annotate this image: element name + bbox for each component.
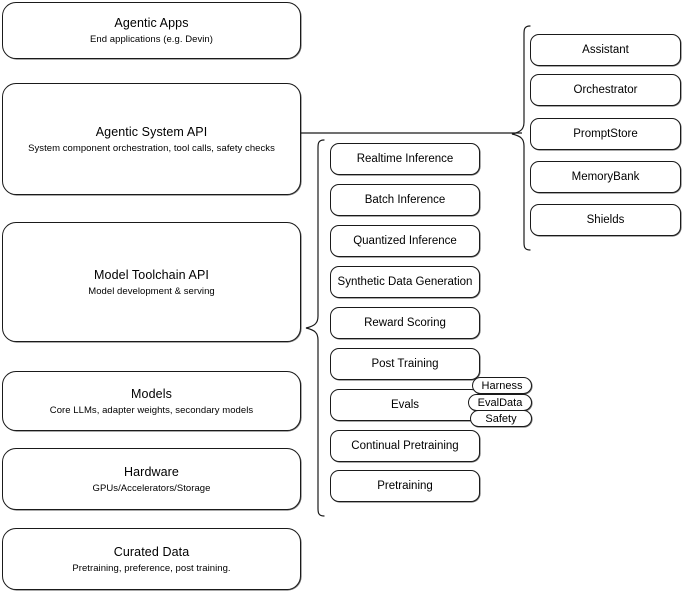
- capability-realtime-inference[interactable]: Realtime Inference: [330, 143, 480, 175]
- capability-evals[interactable]: Evals: [330, 389, 480, 421]
- component-memorybank[interactable]: MemoryBank: [530, 161, 681, 193]
- capability-post-training[interactable]: Post Training: [330, 348, 480, 380]
- layer-agentic-system-api[interactable]: Agentic System API System component orch…: [2, 83, 301, 195]
- capability-batch-inference[interactable]: Batch Inference: [330, 184, 480, 216]
- brace-capabilities-group: [302, 138, 326, 518]
- component-assistant[interactable]: Assistant: [530, 34, 681, 66]
- layer-title: Hardware: [124, 464, 179, 479]
- layer-subtitle: Model development & serving: [88, 285, 215, 297]
- capability-reward-scoring[interactable]: Reward Scoring: [330, 307, 480, 339]
- component-label: Orchestrator: [573, 83, 638, 96]
- capability-label: Reward Scoring: [364, 316, 446, 329]
- layer-curated-data[interactable]: Curated Data Pretraining, preference, po…: [2, 528, 301, 590]
- capability-synthetic-data-generation[interactable]: Synthetic Data Generation: [330, 266, 480, 298]
- capability-label: Pretraining: [377, 479, 433, 492]
- capability-quantized-inference[interactable]: Quantized Inference: [330, 225, 480, 257]
- capability-label: Evals: [390, 398, 420, 411]
- layer-subtitle: System component orchestration, tool cal…: [28, 142, 275, 154]
- connector-system-api-to-components: [300, 126, 522, 140]
- component-orchestrator[interactable]: Orchestrator: [530, 74, 681, 106]
- capability-label: Post Training: [371, 357, 439, 370]
- component-label: Shields: [586, 213, 625, 226]
- capability-label: Batch Inference: [364, 193, 446, 206]
- capability-label: Realtime Inference: [356, 152, 454, 165]
- capability-continual-pretraining[interactable]: Continual Pretraining: [330, 430, 480, 462]
- capability-pretraining[interactable]: Pretraining: [330, 470, 480, 502]
- eval-tag-label: EvalData: [477, 396, 523, 409]
- component-label: PromptStore: [573, 127, 638, 140]
- eval-tag-label: Safety: [485, 412, 517, 425]
- layer-title: Agentic Apps: [114, 16, 189, 30]
- layer-hardware[interactable]: Hardware GPUs/Accelerators/Storage: [2, 448, 301, 510]
- eval-tag-label: Harness: [481, 379, 523, 392]
- eval-tag-harness[interactable]: Harness: [472, 377, 532, 394]
- layer-title: Agentic System API: [95, 124, 208, 139]
- layer-subtitle: Core LLMs, adapter weights, secondary mo…: [49, 404, 254, 416]
- layer-models[interactable]: Models Core LLMs, adapter weights, secon…: [2, 371, 301, 431]
- component-label: MemoryBank: [571, 170, 640, 183]
- layer-model-toolchain-api[interactable]: Model Toolchain API Model development & …: [2, 222, 301, 342]
- layer-agentic-apps[interactable]: Agentic Apps End applications (e.g. Devi…: [2, 2, 301, 59]
- capability-label: Quantized Inference: [353, 234, 457, 247]
- component-promptstore[interactable]: PromptStore: [530, 118, 681, 150]
- component-shields[interactable]: Shields: [530, 204, 681, 236]
- component-label: Assistant: [582, 43, 629, 56]
- layer-title: Model Toolchain API: [94, 267, 209, 282]
- layer-title: Curated Data: [113, 544, 190, 559]
- eval-tag-safety[interactable]: Safety: [470, 410, 532, 427]
- layer-subtitle: GPUs/Accelerators/Storage: [92, 482, 211, 494]
- layer-subtitle: End applications (e.g. Devin): [90, 34, 213, 45]
- layer-title: Models: [131, 386, 172, 401]
- brace-components-group: [510, 24, 532, 252]
- capability-label: Continual Pretraining: [351, 439, 459, 452]
- layer-subtitle: Pretraining, preference, post training.: [72, 562, 231, 574]
- capability-label: Synthetic Data Generation: [337, 275, 473, 288]
- eval-tag-evaldata[interactable]: EvalData: [468, 394, 532, 411]
